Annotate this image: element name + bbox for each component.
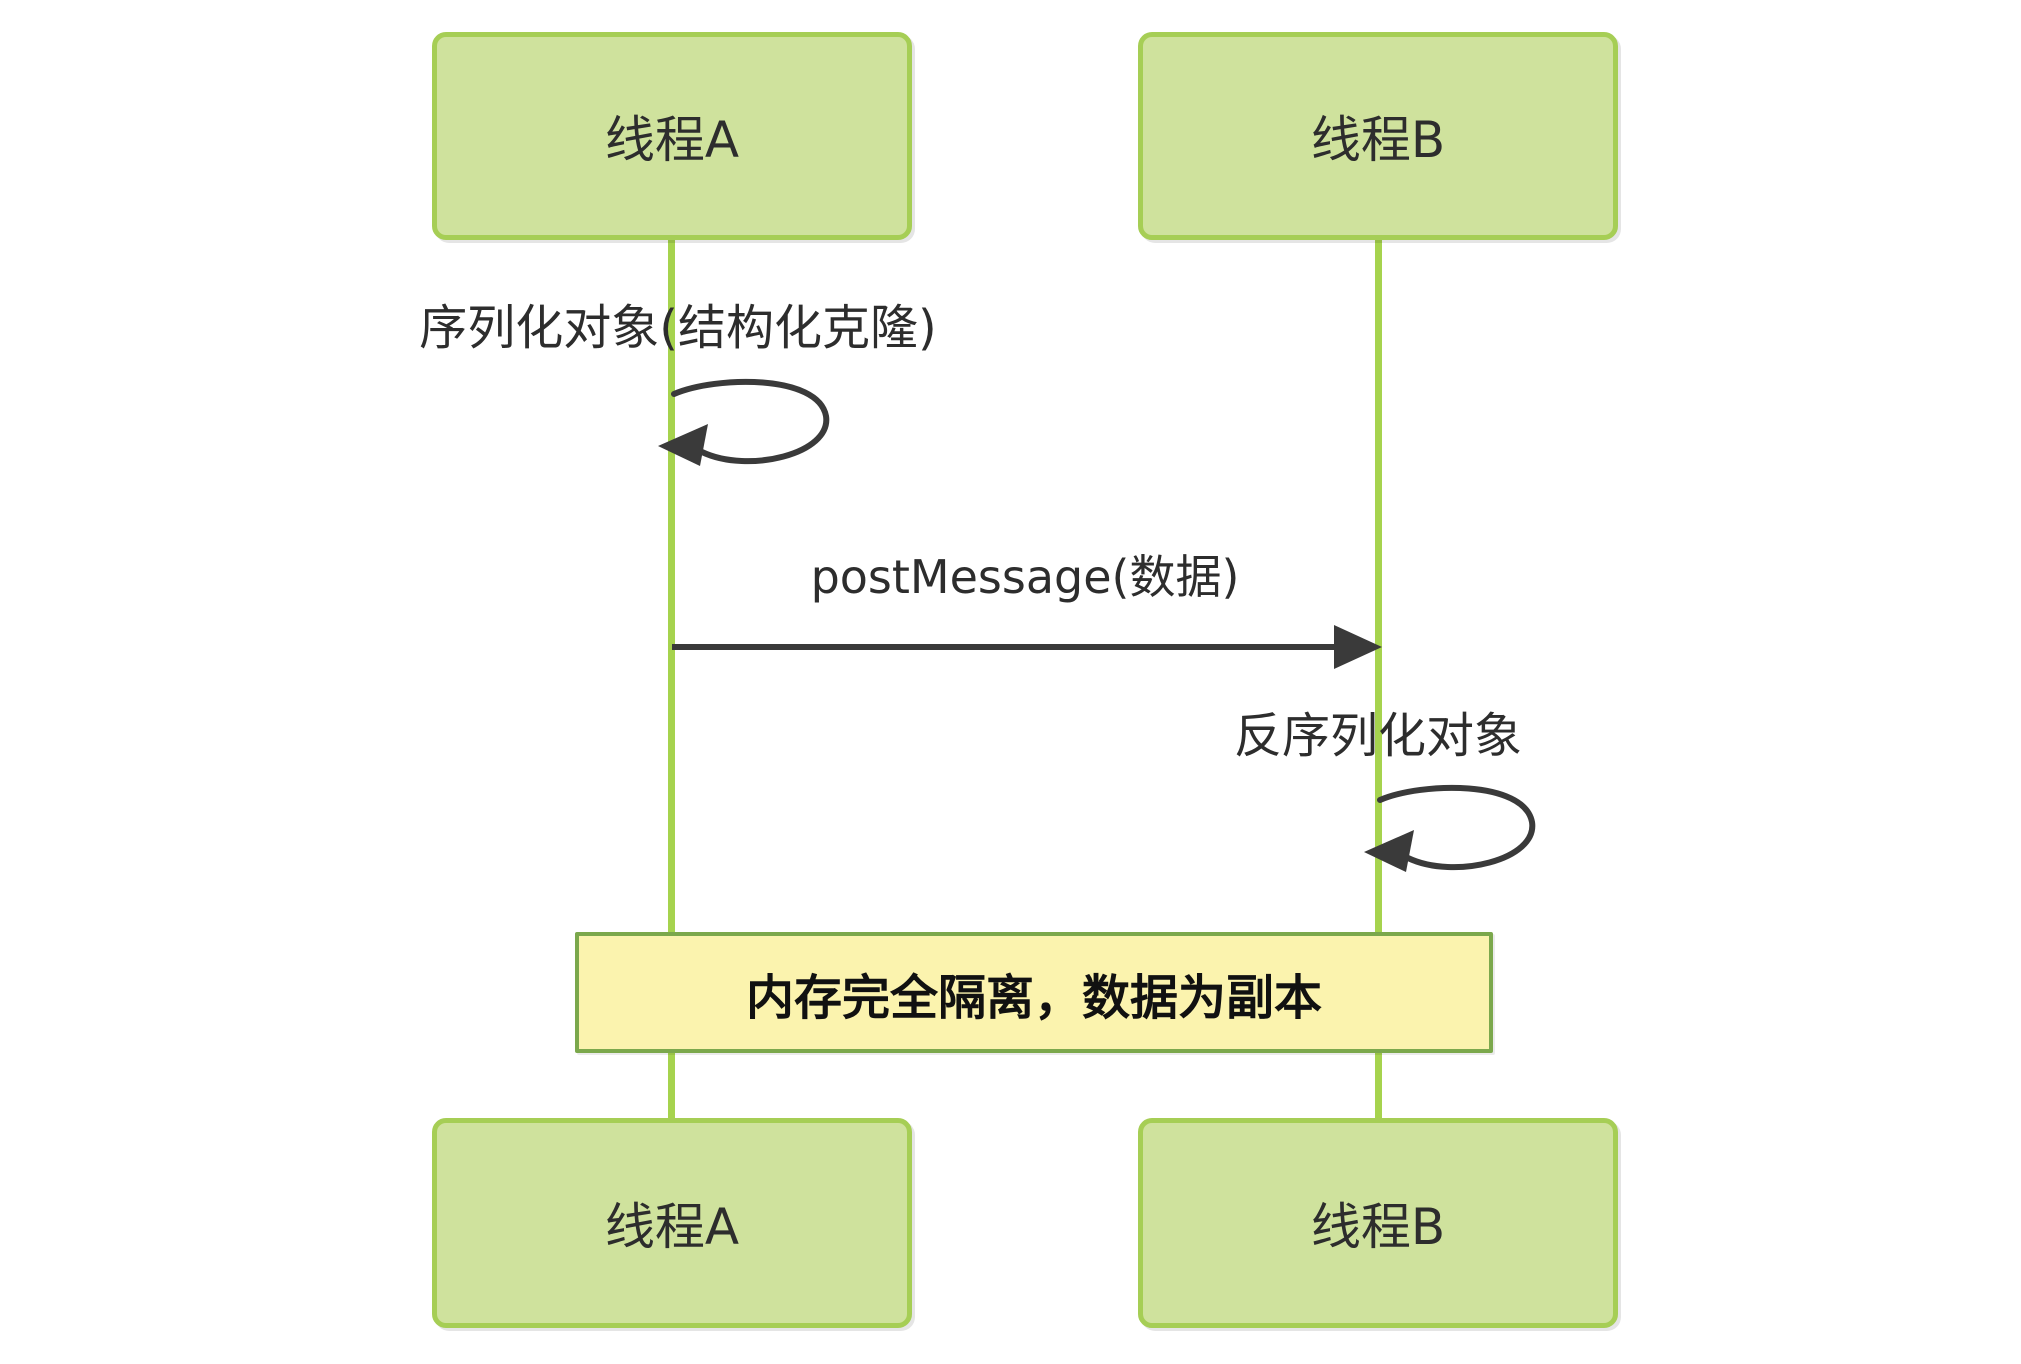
message-label-deserialize: 反序列化对象 (1233, 708, 1523, 764)
self-loop-arrow-a (658, 378, 830, 466)
actor-thread-b-top: 线程B (1138, 32, 1618, 240)
lifeline-thread-b (1375, 240, 1382, 1118)
postmessage-arrow (672, 625, 1382, 669)
note-memory-isolation: 内存完全隔离，数据为副本 (575, 932, 1493, 1053)
note-text: 内存完全隔离，数据为副本 (745, 969, 1322, 1026)
arrowhead-icon (1334, 625, 1382, 669)
actor-label: 线程B (1310, 111, 1446, 169)
arrowhead-icon (658, 424, 708, 466)
message-label-postmessage: postMessage(数据) (810, 550, 1240, 604)
actor-thread-b-bottom: 线程B (1138, 1118, 1618, 1328)
self-loop-curve (671, 378, 830, 465)
actor-thread-a-top: 线程A (432, 32, 912, 240)
actor-label: 线程A (604, 111, 740, 169)
self-loop-arrow-b (1364, 784, 1536, 872)
actor-label: 线程B (1310, 1198, 1446, 1256)
message-label-serialize: 序列化对象(结构化克隆) (419, 300, 937, 356)
lifeline-thread-a (668, 240, 675, 1118)
actor-label: 线程A (604, 1198, 740, 1256)
actor-thread-a-bottom: 线程A (432, 1118, 912, 1328)
self-loop-curve (1377, 784, 1536, 871)
arrowhead-icon (1364, 830, 1414, 872)
